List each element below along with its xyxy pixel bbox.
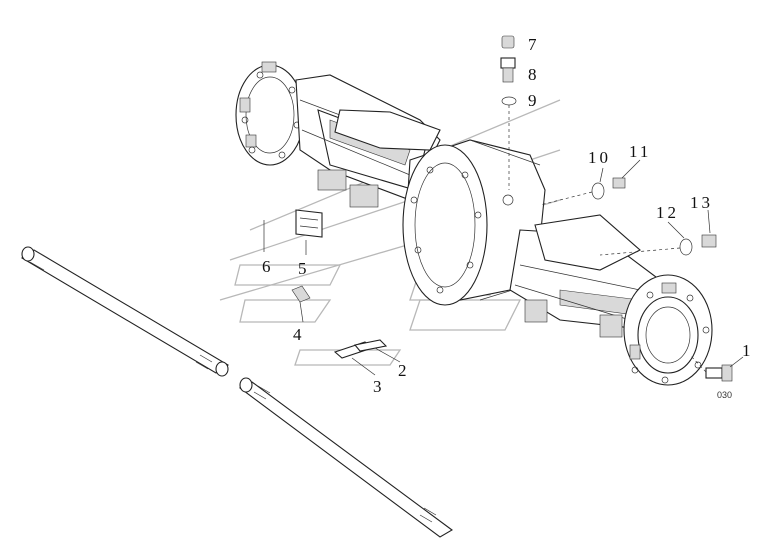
part-5-6-bracket: [295, 209, 323, 238]
part-13-drain-plug: [701, 234, 717, 248]
part-10-sealing-ring: [591, 182, 605, 200]
part-4-pin: [291, 285, 311, 303]
leader-lines: [263, 105, 744, 376]
left-wheel-flange: [235, 61, 305, 166]
part-9-washer: [501, 96, 517, 106]
left-axle-arm: [295, 74, 441, 208]
callout-9: 9: [528, 91, 537, 110]
callout-labels: 7 8 9 10 11 12 13 1 6 5 4 3 2 030: [262, 35, 751, 400]
callout-1: 1: [742, 341, 751, 360]
callout-13: 13: [690, 193, 713, 212]
callout-3: 3: [373, 377, 382, 396]
upper-half-shaft: [20, 246, 230, 377]
part-8-breather-valve: [500, 57, 516, 83]
callout-12: 12: [656, 203, 679, 222]
callout-7: 7: [528, 35, 537, 54]
callout-8: 8: [528, 65, 537, 84]
right-axle-arm: [509, 214, 661, 338]
part-1-bolt: [705, 364, 733, 382]
callout-5: 5: [298, 259, 307, 278]
callout-2: 2: [398, 361, 407, 380]
centre-housing: [402, 139, 546, 306]
lower-half-shaft: [238, 377, 453, 538]
right-wheel-flange: [623, 274, 713, 386]
part-12-sealing-ring: [679, 238, 693, 256]
part-7-cap: [501, 35, 515, 49]
callout-6: 6: [262, 257, 271, 276]
figure-code: 030: [717, 390, 732, 400]
part-2-3-wedges: [333, 339, 388, 359]
callout-10: 10: [588, 148, 611, 167]
callout-4: 4: [293, 325, 302, 344]
part-11-plug: [612, 177, 626, 189]
callout-11: 11: [629, 142, 651, 161]
